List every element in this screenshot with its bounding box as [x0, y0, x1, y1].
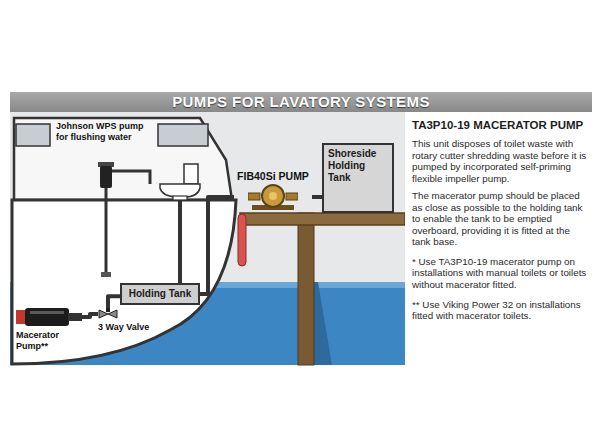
- node-text: * Use TA3P10-19 macerator pump on instal…: [412, 256, 587, 291]
- macerator-highlight: [30, 311, 64, 314]
- flush-pipe: [112, 171, 150, 184]
- pipe-connector: [82, 314, 98, 317]
- pipe-connector: [312, 195, 322, 199]
- pump-hub: [269, 192, 277, 200]
- pipe-connector: [200, 197, 234, 294]
- macerator-icon: [16, 306, 82, 328]
- pump-label: Johnson WPS pump for flushing water: [56, 121, 152, 143]
- node-text: Shoreside Holding Tank: [328, 148, 388, 184]
- pump-unit: FIB40Si PUMP: [234, 170, 312, 211]
- node-text: The macerator pump should be placed as c…: [412, 190, 587, 248]
- pipe-connector: [108, 296, 120, 308]
- toilet-pedestal: [173, 196, 187, 200]
- macerator-body: [25, 308, 69, 326]
- node-text: ** Use Viking Power 32 on installations …: [412, 299, 587, 322]
- through-hull: [101, 272, 111, 277]
- intake-pipe: [105, 188, 108, 272]
- pump-outlet: [286, 193, 298, 200]
- pump-inlet: [248, 193, 260, 200]
- toilet-bowl: [160, 184, 200, 197]
- text-panel: TA3P10-19 MACERATOR PUMP This unit dispos…: [405, 112, 592, 365]
- toilet-cistern: [184, 164, 198, 184]
- node-text: FIB40Si PUMP: [234, 170, 312, 182]
- node-text: 3 Way Valve: [98, 322, 149, 333]
- pump-icon: [248, 183, 298, 211]
- sky-background: [10, 112, 405, 365]
- macerator-outlet: [68, 313, 82, 321]
- title-bar: PUMPS FOR LAVATORY SYSTEMS: [10, 92, 592, 112]
- boat-cabin: [14, 118, 232, 200]
- holding-tank-box: Shoreside Holding Tank: [322, 143, 394, 213]
- flush-pump: [100, 166, 112, 188]
- waste-pipe: [178, 200, 182, 283]
- panel-heading: TA3P10-19 MACERATOR PUMP: [412, 118, 587, 132]
- pump-body: [262, 185, 284, 207]
- pier-post: [298, 213, 314, 365]
- cabin-window: [158, 124, 208, 146]
- node-text: Macerator Pump**: [16, 330, 82, 352]
- node-text: This unit disposes of toilet waste with …: [412, 138, 587, 184]
- valve-unit: 3 Way Valve: [98, 308, 160, 333]
- boat-hull: [12, 200, 236, 364]
- node-text: Johnson WPS pump for flushing water: [56, 121, 152, 143]
- cabin-window: [16, 124, 50, 146]
- fender: [238, 214, 246, 266]
- pier-deck: [240, 213, 405, 225]
- macerator-unit: Macerator Pump**: [16, 306, 82, 352]
- holding-tank-box: Holding Tank: [120, 283, 200, 305]
- valve-icon: [98, 308, 118, 320]
- node-text: Holding Tank: [125, 288, 195, 300]
- valve-handle: [106, 308, 110, 312]
